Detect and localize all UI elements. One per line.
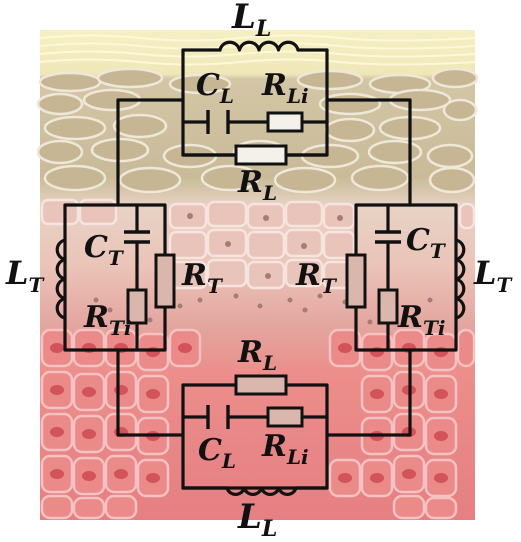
- label-bottom-capacitor: CL: [198, 433, 236, 473]
- component-labels: LL CL RLi RL LT CT RT RTi CT RT LT RTi R…: [5, 0, 514, 542]
- top-capacitor: [206, 110, 230, 134]
- label-bottom-resistor-inner: RLi: [261, 429, 309, 469]
- circuit-wiring: [63, 48, 458, 490]
- label-top-resistor-inner: RLi: [261, 68, 309, 108]
- label-right-resistor-inner: RTi: [397, 300, 445, 340]
- bottom-capacitor: [206, 405, 230, 429]
- top-resistor-outer: [234, 144, 288, 166]
- left-resistor-outer: [154, 253, 176, 309]
- bottom-resistor-outer: [234, 374, 288, 396]
- label-top-inductor: LL: [231, 0, 271, 42]
- right-resistor-outer: [345, 253, 367, 309]
- label-right-capacitor: CT: [406, 223, 447, 263]
- label-left-resistor-inner: RTi: [83, 300, 131, 340]
- label-right-inductor: LT: [473, 254, 514, 297]
- label-left-inductor: LT: [5, 254, 46, 297]
- label-top-capacitor: CL: [196, 68, 234, 108]
- granular-layer-cells: [36, 67, 479, 194]
- top-resistor-inner: [266, 111, 304, 133]
- right-capacitor: [375, 230, 401, 244]
- skin-background: [36, 30, 479, 520]
- left-capacitor: [124, 230, 150, 244]
- left-inductor: [55, 238, 67, 320]
- top-inductor: [218, 40, 300, 52]
- bottom-inductor: [181, 486, 329, 497]
- label-right-resistor-outer: RT: [295, 258, 338, 298]
- label-left-capacitor: CT: [84, 230, 125, 270]
- right-resistor-inner: [377, 288, 399, 325]
- spinous-layer-dots: [93, 213, 433, 325]
- label-bottom-inductor: LL: [237, 497, 277, 542]
- bottom-resistor-inner: [266, 406, 304, 428]
- right-inductor: [454, 238, 466, 320]
- label-left-resistor-outer: RT: [181, 258, 224, 298]
- label-bottom-resistor-outer: RL: [237, 335, 277, 375]
- label-top-resistor-outer: RL: [237, 165, 277, 205]
- left-resistor-inner: [126, 288, 148, 325]
